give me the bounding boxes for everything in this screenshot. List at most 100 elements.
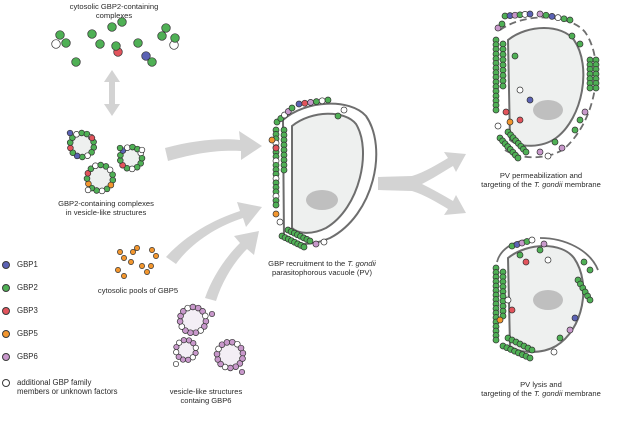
gbp1-molecule [548, 13, 556, 20]
gbp6-molecule [239, 349, 247, 357]
gbp2-molecule [102, 163, 110, 170]
gbp5-molecule [121, 273, 127, 279]
label-permeabilization: PV permeabilization and targeting of the… [481, 171, 601, 189]
gbp6-molecule [173, 343, 180, 351]
gbp2-molecule [576, 116, 584, 124]
label-vesicle-gbp6: vesicle-like structures containg GBP6 [169, 387, 243, 405]
gbp5-molecule [144, 269, 150, 275]
gbp-molecules-layer [51, 10, 600, 376]
gbp6-molecule [214, 356, 222, 363]
gbp2-molecule [566, 16, 574, 24]
gbp6-molecule [227, 364, 234, 372]
gbp2-molecule [560, 15, 568, 23]
legend-swatch-gbp2 [2, 284, 10, 292]
gbp2-molecule [116, 144, 124, 152]
other-molecule [184, 304, 191, 312]
gbp2-molecule [87, 165, 95, 173]
gbp2-molecule [522, 148, 530, 156]
other-molecule [202, 312, 209, 320]
label-cytosolic-gbp2: cytosolic GBP2-containing complexes [69, 2, 159, 20]
legend-label-other: additional GBP family members or unknown… [17, 378, 118, 396]
label-lysis: PV lysis and targeting of the T. gondii … [481, 380, 601, 398]
gbp1-molecule [141, 51, 151, 61]
gbp6-molecule [208, 310, 216, 318]
gbp6-molecule [540, 240, 548, 248]
gbp2-molecule [71, 57, 81, 67]
gbp2-molecule [586, 266, 594, 274]
gbp6-molecule [494, 24, 502, 32]
gbp5-molecule [149, 247, 155, 253]
gbp2-molecule [111, 41, 121, 51]
gbp2-molecule [556, 334, 564, 342]
other-molecule [320, 238, 328, 246]
gbp6-molecule [238, 368, 246, 376]
gbp2-molecule [61, 38, 71, 48]
gbp2-molecule [280, 166, 288, 174]
gbp5-molecule [268, 136, 276, 144]
gbp6-molecule [180, 308, 187, 315]
gbp2-molecule [498, 20, 506, 28]
gbp2-molecule [161, 23, 171, 33]
label-gbp2-vesicle: GBP2-containing complexes in vesicle-lik… [58, 199, 154, 217]
other-molecule [189, 354, 196, 361]
other-molecule [215, 345, 222, 353]
gbp6-molecule [239, 355, 246, 362]
gbp2-molecule [272, 201, 280, 209]
other-molecule [318, 97, 326, 105]
gbp2-molecule [499, 82, 507, 90]
gbp6-molecule [189, 303, 197, 311]
other-molecule [172, 360, 180, 368]
gbp2-molecule [109, 171, 116, 178]
nucleus-middle [306, 190, 338, 210]
other-molecule [173, 349, 180, 356]
gbp2-molecule [288, 104, 296, 112]
gbp6-molecule [185, 337, 193, 344]
gbp6-molecule [217, 360, 224, 368]
gbp6-molecule [176, 318, 184, 325]
other-molecule [51, 39, 61, 49]
gbp3-molecule [516, 116, 524, 124]
gbp6-molecule [232, 363, 239, 370]
gbp5-molecule [117, 249, 123, 255]
gbp2-molecule [83, 130, 91, 138]
double-arrow-vertical [104, 70, 120, 116]
gbp1-molecule [295, 100, 303, 108]
other-molecule [138, 146, 146, 154]
gbp2-molecule [79, 153, 86, 161]
other-molecule [73, 131, 80, 138]
gbp2-molecule [83, 175, 91, 182]
gbp2-molecule [107, 22, 117, 32]
other-molecule [340, 106, 348, 114]
gbp2-molecule [492, 106, 500, 114]
gbp2-molecule [324, 96, 332, 104]
gbp2-molecule [88, 149, 95, 156]
gbp2-molecule [516, 251, 524, 259]
gbp6-molecule [180, 337, 187, 344]
legend-item-gbp3: GBP3 [2, 306, 38, 320]
gbp2-molecule [78, 129, 85, 137]
gbp5-molecule [139, 263, 145, 269]
gbp6-molecule [558, 144, 566, 152]
legend-label-gbp5: GBP5 [17, 329, 38, 338]
gbp2-molecule [576, 40, 584, 48]
gbp2-molecule [571, 126, 579, 134]
gbp3-molecule [84, 170, 92, 177]
arrow-gbp2-to-pv [165, 131, 262, 161]
gbp2-molecule [528, 346, 536, 354]
cells-layer [281, 16, 599, 353]
gbp3-molecule [522, 258, 530, 266]
other-molecule [84, 152, 91, 159]
parasite-top-right [506, 27, 585, 147]
gbp6-molecule [536, 148, 544, 156]
other-molecule [192, 344, 199, 351]
gbp2-molecule [586, 84, 594, 92]
other-molecule [92, 162, 99, 170]
gbp5-molecule [115, 267, 121, 273]
gbp2-molecule [586, 296, 594, 304]
legend-swatch-gbp5 [2, 330, 10, 338]
gbp2-molecule [97, 161, 104, 169]
gbp5-molecule [107, 181, 115, 189]
gbp2-molecule [511, 52, 519, 60]
gbp5-molecule [506, 118, 514, 126]
gbp2-molecule [55, 30, 65, 40]
